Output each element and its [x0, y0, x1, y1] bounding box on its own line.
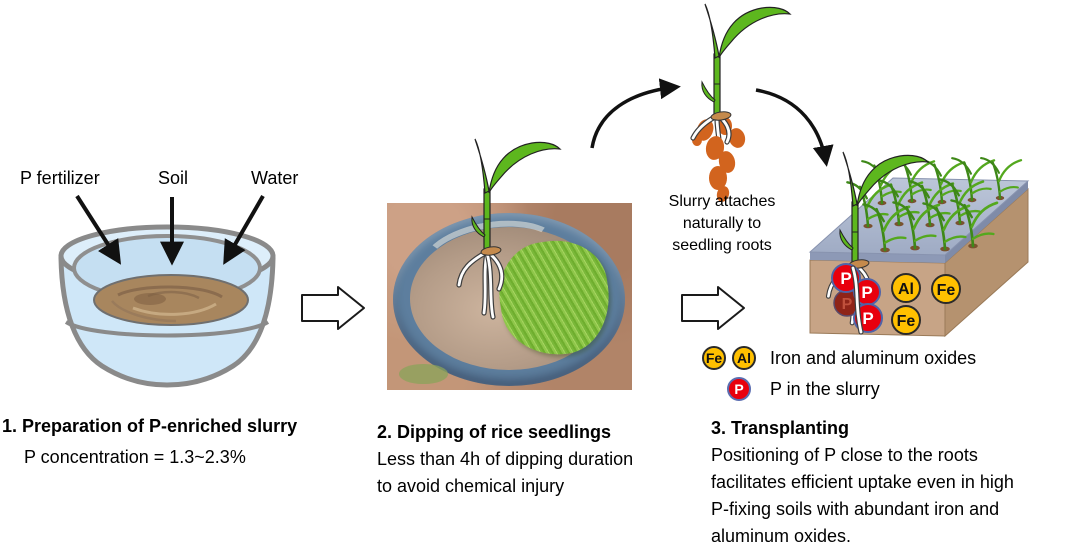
p-particle-label: P — [862, 309, 873, 328]
stage2-desc-line2: to avoid chemical injury — [377, 476, 565, 496]
stage1-subtitle: P concentration = 1.3~2.3% — [24, 447, 246, 467]
soil-particles: P P P P Al Fe Fe — [831, 263, 961, 335]
stage2-caption: 2. Dipping of rice seedlings Less than 4… — [377, 419, 633, 500]
ingredient-arrows — [75, 194, 265, 266]
stage1-title: 1. Preparation of P-enriched slurry — [2, 416, 298, 436]
p-particle-label: P — [861, 283, 872, 302]
slurry-bowl-diagram — [58, 194, 276, 388]
transplanted-sprouts — [846, 156, 1023, 254]
fe-particle — [891, 305, 921, 335]
p-fertilizer-arrow — [75, 194, 122, 265]
curved-arrow-down — [755, 88, 834, 167]
fe-legend-icon: Fe — [702, 346, 726, 370]
stage3-caption: 3. Transplanting Positioning of P close … — [711, 415, 1014, 550]
p-particle-label: P — [840, 269, 851, 288]
al-legend-icon: Al — [732, 346, 756, 370]
step-arrow-2 — [681, 286, 745, 330]
slurry-in-bowl — [93, 274, 249, 326]
water-arrow — [223, 194, 265, 265]
slurry-note-line2: naturally to — [682, 215, 762, 232]
slurry-note-line3: seedling roots — [672, 237, 772, 254]
p-legend-icon: P — [727, 377, 751, 401]
water-surface — [808, 177, 1030, 256]
legend-oxides-label: Iron and aluminum oxides — [770, 347, 977, 368]
al-particle-label: Al — [898, 281, 914, 298]
label-soil: Soil — [158, 168, 189, 188]
slurry-coated-seedling — [690, 3, 791, 202]
slurry-note-line1: Slurry attaches — [668, 193, 776, 210]
p-particle — [853, 278, 881, 306]
stage2-desc-line1: Less than 4h of dipping duration — [377, 449, 634, 469]
legend-p: P P in the slurry — [727, 377, 880, 401]
label-water: Water — [251, 168, 299, 188]
photo-stray-grass — [399, 363, 449, 385]
p-particle — [853, 303, 883, 333]
step-arrow-1 — [301, 286, 365, 330]
stage3-desc-line3: P-fixing soils with abundant iron and — [711, 499, 1000, 519]
dipping-photo — [387, 203, 632, 390]
stage3-desc-line2: facilitates efficient uptake even in hig… — [711, 472, 1014, 492]
legend-oxides: Fe Al Iron and aluminum oxides — [702, 346, 976, 370]
p-particle-dark-label: P — [842, 296, 853, 313]
curved-arrow-up — [590, 78, 681, 149]
stage3-title: 3. Transplanting — [711, 418, 850, 438]
fe-particle-label: Fe — [937, 282, 956, 299]
label-p-fertilizer: P fertilizer — [20, 168, 100, 188]
al-particle — [891, 273, 921, 303]
transplant-soil-block: P P P P Al Fe Fe — [808, 151, 1030, 338]
legend-p-label: P in the slurry — [770, 378, 880, 399]
stage3-desc-line4: aluminum oxides. — [711, 526, 852, 546]
stage2-title: 2. Dipping of rice seedlings — [377, 422, 612, 442]
photo-basin — [393, 210, 625, 386]
p-particle-dark — [833, 289, 861, 317]
fe-particle — [931, 274, 961, 304]
transplanted-seedling — [828, 151, 929, 327]
p-particle — [831, 263, 861, 293]
fe-particle-label: Fe — [897, 313, 916, 330]
slurry-note: Slurry attaches naturally to seedling ro… — [637, 191, 807, 257]
stage3-desc-line1: Positioning of P close to the roots — [711, 445, 978, 465]
